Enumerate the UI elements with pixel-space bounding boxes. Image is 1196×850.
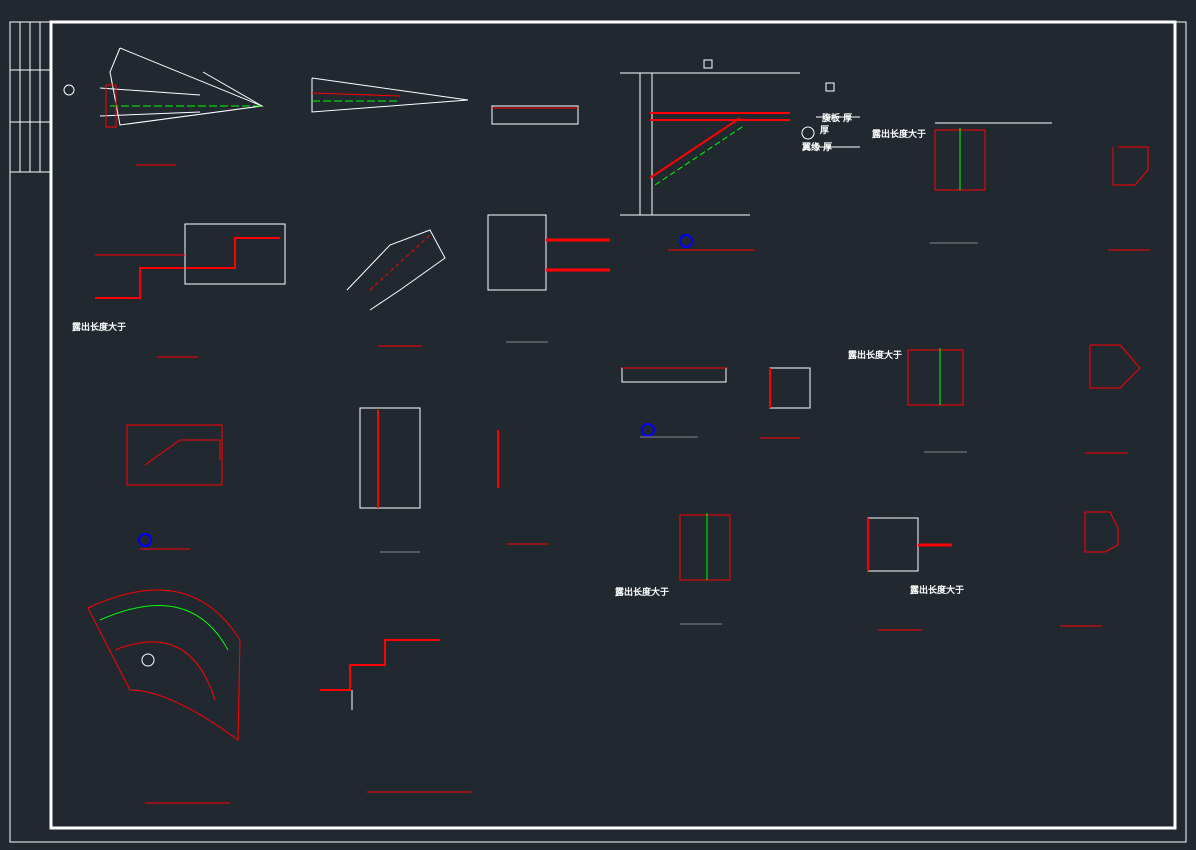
flange-thickness-label: 翼缘 厚: [802, 143, 833, 153]
sheet-outer-border: [9, 21, 1187, 843]
detail-notched-beam: [126, 407, 548, 553]
detail-column-joint-1: [930, 122, 1150, 251]
detail-tapered-plate: [311, 77, 579, 125]
title-strip: [10, 22, 51, 173]
detail-splice-plates: [621, 344, 1141, 454]
sheet-inner-border: [49, 20, 1177, 830]
thickness-label: 厚: [820, 126, 830, 136]
exposed-length-label: 露出长度大于: [848, 351, 903, 361]
exposed-length-label: 露出长度大于: [910, 586, 965, 596]
detail-tapered-joint: [63, 47, 264, 166]
detail-stepped-plate: [95, 214, 610, 358]
exposed-length-label: 露出长度大于: [72, 323, 127, 333]
web-thickness-label: 腹板 厚: [822, 114, 853, 124]
detail-column-joint-2: [679, 511, 1119, 631]
detail-diagonal-brace: [620, 59, 860, 251]
exposed-length-label: 露出长度大于: [872, 130, 927, 140]
detail-curved-segments: [87, 589, 472, 804]
exposed-length-label: 露出长度大于: [615, 588, 670, 598]
